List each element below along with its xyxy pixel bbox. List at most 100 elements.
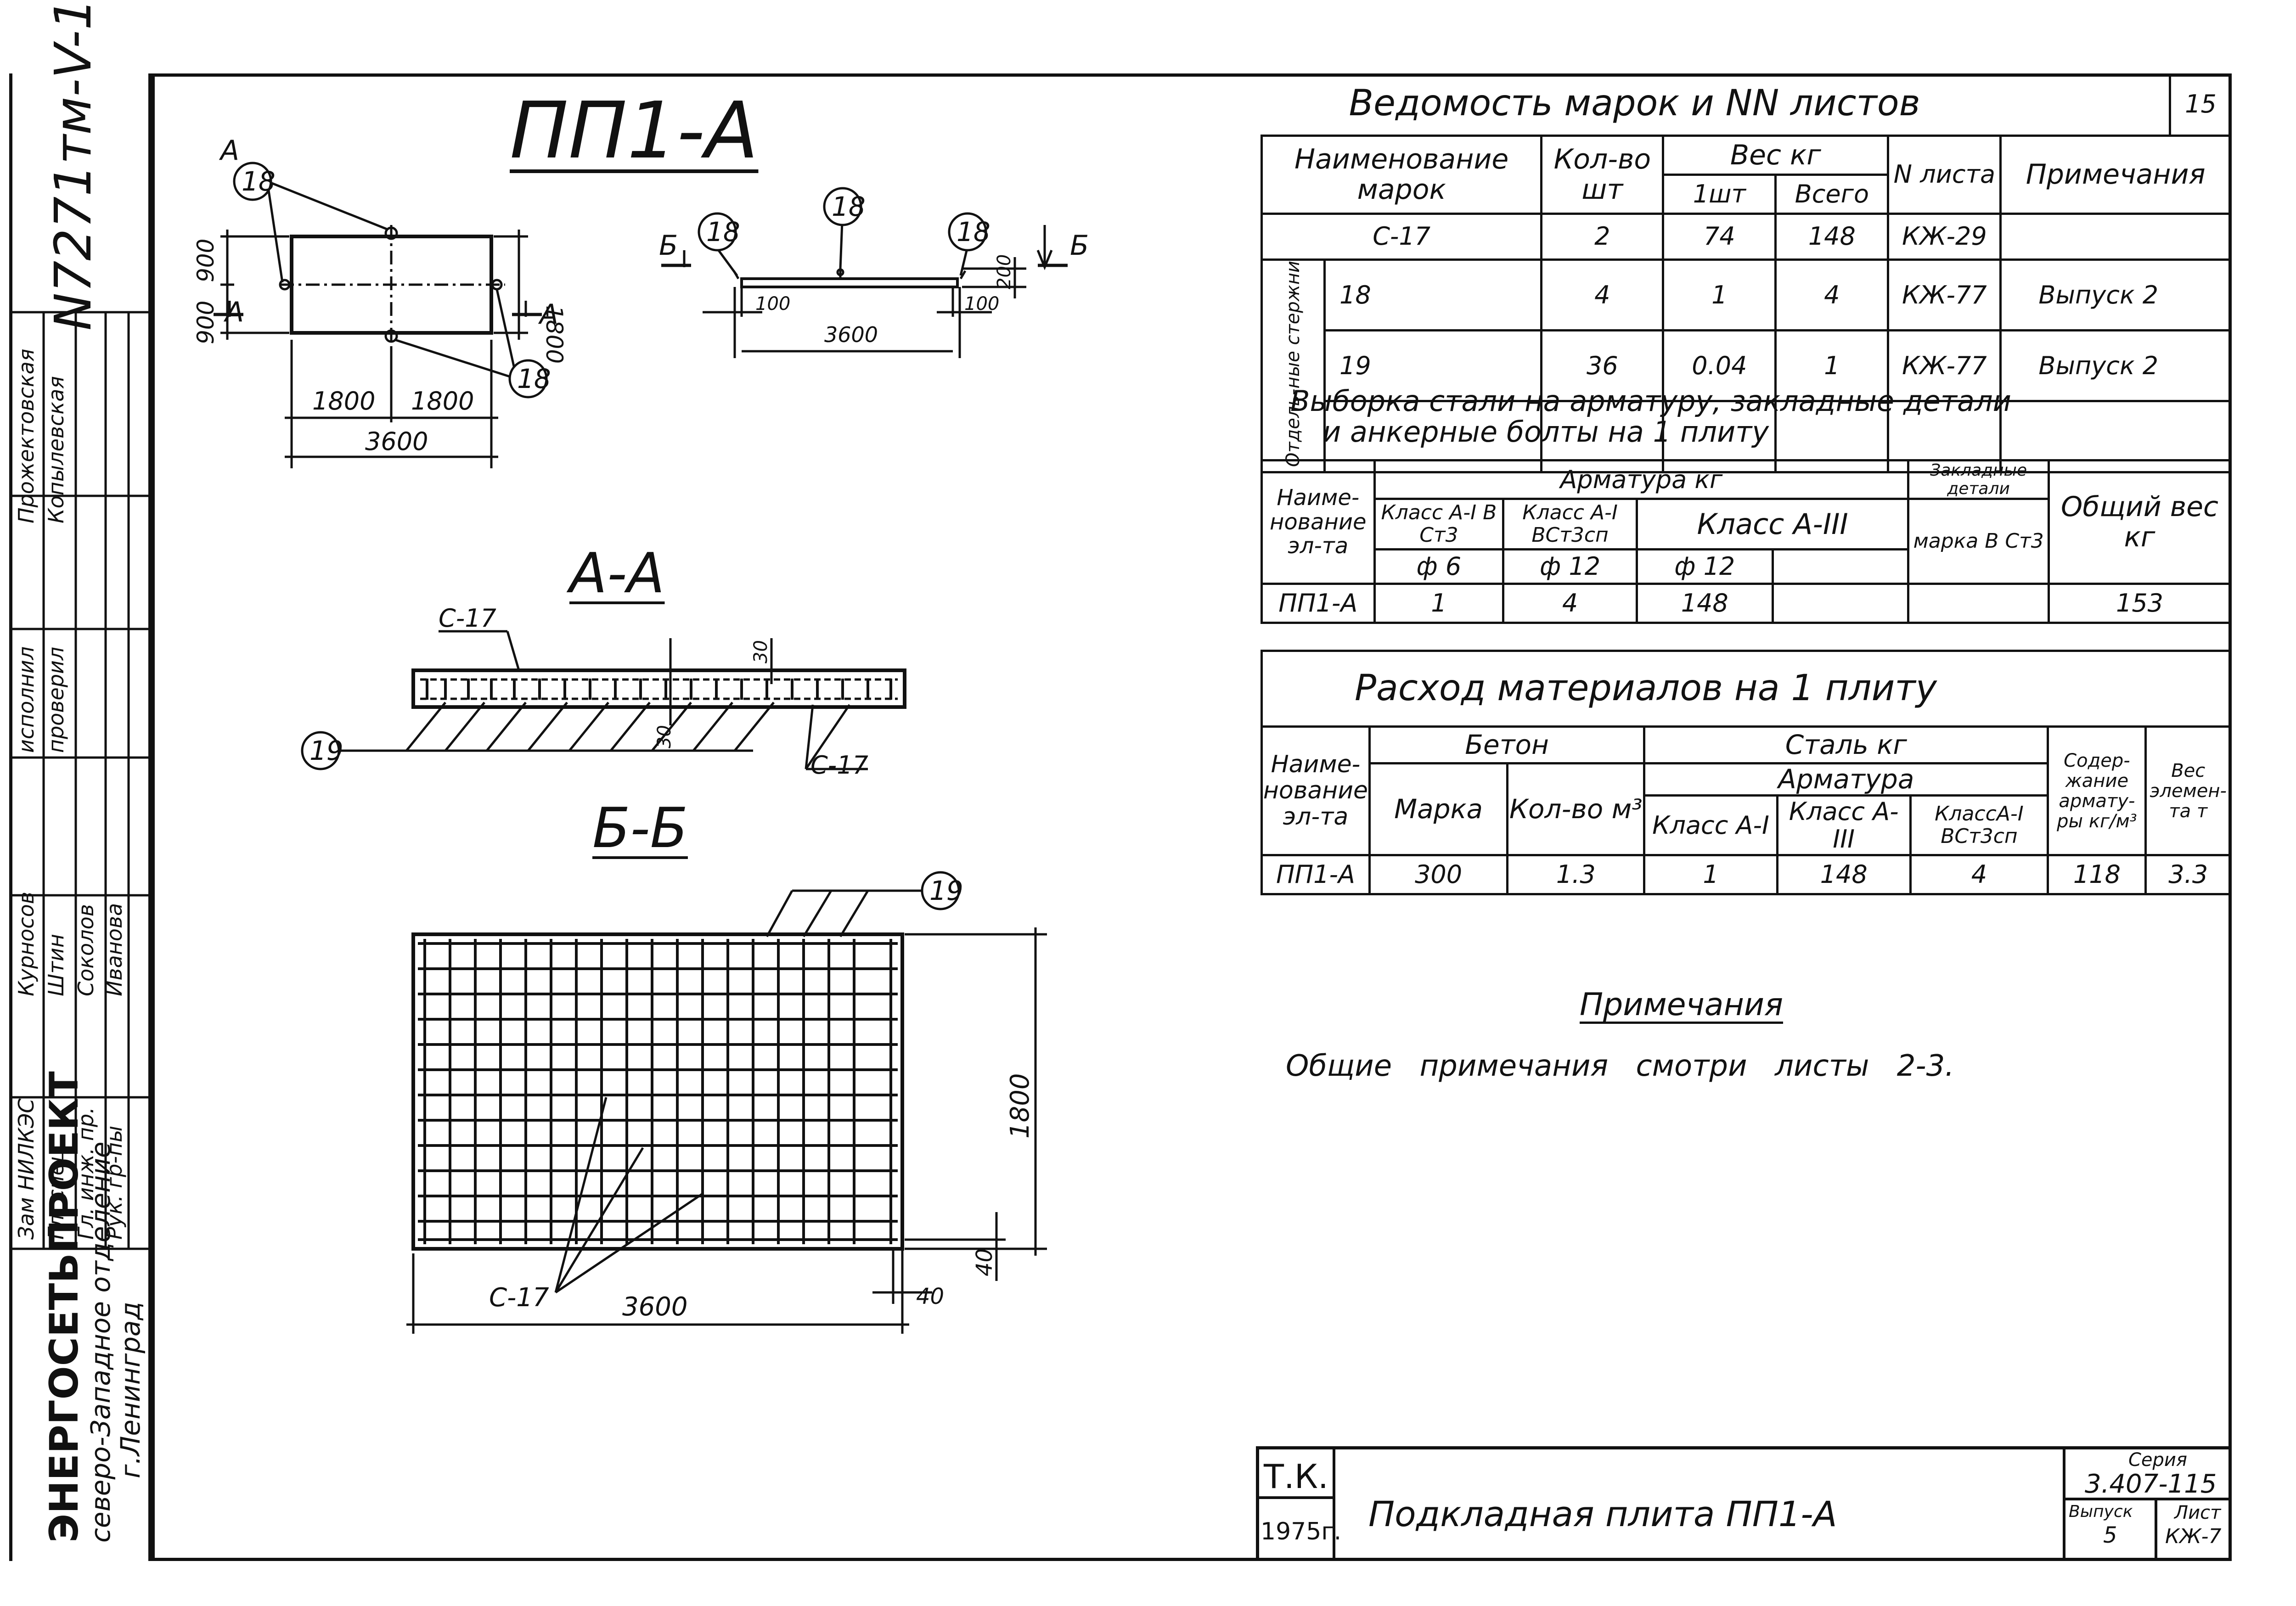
tb-tk: Т.К. — [1264, 1457, 1328, 1496]
drawing-title: ПП1-А — [510, 85, 759, 176]
section-bb-title: Б-Б — [592, 797, 688, 860]
row-weight: 3.3 — [2144, 854, 2232, 895]
dim-200: 200 — [994, 254, 1015, 289]
row-w1: 0.04 — [1662, 329, 1777, 403]
row-w1: 1 — [1662, 258, 1777, 331]
dim-3600: 3600 — [622, 1292, 688, 1322]
hdr-qty: Кол-во шт — [1540, 134, 1665, 215]
hdr-steel: Сталь кг — [1643, 725, 2049, 764]
hdr-c3: Класс А-III — [1635, 498, 1910, 551]
hdr-emb: Закладные детали — [1907, 459, 2050, 500]
dim-900: 900 — [192, 301, 219, 344]
mark-b: Б — [659, 230, 678, 262]
hdr-total: Общий вес кг — [2048, 459, 2232, 585]
row-vol: 1.3 — [1506, 854, 1646, 895]
tb-name: Подкладная плита ПП1-А — [1368, 1494, 1837, 1534]
hdr-mark: Марка — [1368, 762, 1509, 856]
hdr-note: Примечания — [1999, 134, 2232, 215]
mark-18: 18 — [706, 216, 740, 247]
dim-1800: 1800 — [1005, 1073, 1035, 1139]
row-sheet: КЖ-77 — [1887, 329, 2002, 403]
hdr-arm: Арматура — [1643, 762, 2049, 797]
hdr-name: Наиме-нование эл-та — [1261, 459, 1376, 585]
hdr-arm: Арматура кг — [1373, 459, 1910, 500]
row-note: Выпуск 2 — [1999, 329, 2232, 403]
hdr-w1: 1шт — [1662, 173, 1777, 215]
tb-series: 3.407-115 — [2085, 1469, 2217, 1499]
steel-table-title-1: Выборка стали на арматуру, закладные дет… — [1290, 384, 2011, 418]
loop-mark — [384, 226, 398, 240]
row-wall: 4 — [1774, 258, 1890, 331]
row-qty: 36 — [1540, 329, 1665, 403]
tb-issue: 5 — [2103, 1522, 2117, 1548]
mark-18: 18 — [832, 191, 866, 222]
mark-a: А — [223, 296, 244, 328]
stamp-name: Штин — [44, 934, 68, 996]
stamp-name2: Прожектовская — [14, 348, 39, 523]
marks-table: Ведомость марок и NN листов 15 Наименова… — [1260, 73, 2232, 473]
row-note: Выпуск 2 — [1999, 258, 2232, 331]
sheet-number: 15 — [2168, 73, 2231, 137]
stamp-role: Гл. инж. пр. — [73, 1107, 98, 1240]
hdr-weight: Вес элемен-та т — [2144, 725, 2232, 856]
title-block-grid — [1256, 1446, 2232, 1561]
mark-18: 18 — [517, 363, 551, 394]
row-name: С-17 — [1260, 212, 1543, 261]
dim-30: 30 — [654, 725, 675, 748]
left-stamp-grid — [9, 311, 152, 1250]
row-name: ПП1-А — [1261, 854, 1371, 895]
hdr-d1: ф 6 — [1373, 548, 1505, 585]
dim-30: 30 — [750, 640, 771, 663]
row-sheet: КЖ-29 — [1887, 212, 2002, 261]
dim-40: 40 — [916, 1284, 944, 1309]
row-c2: 4 — [1502, 583, 1638, 624]
title-block — [1256, 1446, 2232, 1561]
hdr-wall: Всего — [1774, 173, 1890, 215]
dim-100: 100 — [964, 293, 999, 314]
hdr-vol: Кол-во м³ — [1506, 762, 1646, 856]
row-wall: 148 — [1774, 212, 1890, 261]
stamp-role2: исполнил — [14, 646, 39, 753]
mark-a: А — [538, 298, 558, 331]
tb-sheet: КЖ-7 — [2165, 1525, 2222, 1548]
steel-table: Наиме-нование эл-та Арматура кг Закладны… — [1261, 459, 2232, 624]
mark-c17: С-17 — [439, 604, 496, 633]
notes-text: Общие примечания смотри листы 2-3. — [1286, 1049, 1954, 1083]
drawings-area: 18 18 18 18 18 19 19 1800 1800 3600 3600… — [192, 135, 1089, 1334]
hdr-name: Наиме-нование эл-та — [1261, 725, 1371, 856]
hdr-emb2: марка В Ст3 — [1907, 498, 2050, 585]
hdr-sheet: N листа — [1887, 134, 2002, 215]
dim-3600: 3600 — [824, 322, 878, 347]
side-label: Отдель-ные стержни — [1261, 258, 1326, 473]
notes-title: Примечания — [1580, 987, 1784, 1023]
tb-sheet-label: Лист — [2174, 1502, 2221, 1523]
row-name: 19 — [1323, 329, 1543, 403]
dim-1800: 1800 — [541, 305, 568, 364]
stamp-name: Иванова — [102, 903, 127, 996]
section-aa-slab — [411, 668, 906, 709]
row-c3: 148 — [1635, 583, 1774, 624]
mark-b: Б — [1070, 230, 1089, 262]
mark-18: 18 — [242, 166, 276, 197]
stamp-role: Зам НИЛКЭС — [14, 1098, 39, 1240]
dim-40: 40 — [972, 1248, 997, 1276]
dim-1800: 1800 — [312, 387, 375, 416]
mark-18: 18 — [957, 216, 990, 247]
row-name: 18 — [1323, 258, 1543, 331]
row-note — [1999, 212, 2232, 261]
row-name: ПП1-А — [1261, 583, 1376, 624]
side-slab — [740, 277, 959, 288]
tb-series-label: Серия — [2128, 1449, 2187, 1471]
hdr-a1b: КлассА-I ВСт3сп — [1909, 794, 2049, 856]
steel-table-title-2: и анкерные болты на 1 плиту — [1322, 415, 1769, 449]
mark-a: А — [219, 135, 239, 167]
stamp-role2: проверил — [44, 646, 68, 753]
hdr-name: Наименование марок — [1260, 134, 1543, 215]
hdr-d2: ф 12 — [1502, 548, 1638, 585]
mark-19: 19 — [929, 875, 963, 906]
dim-100: 100 — [755, 293, 790, 314]
row-content: 118 — [2047, 854, 2147, 895]
row-qty: 4 — [1540, 258, 1665, 331]
section-aa-title: А-А — [569, 542, 665, 606]
